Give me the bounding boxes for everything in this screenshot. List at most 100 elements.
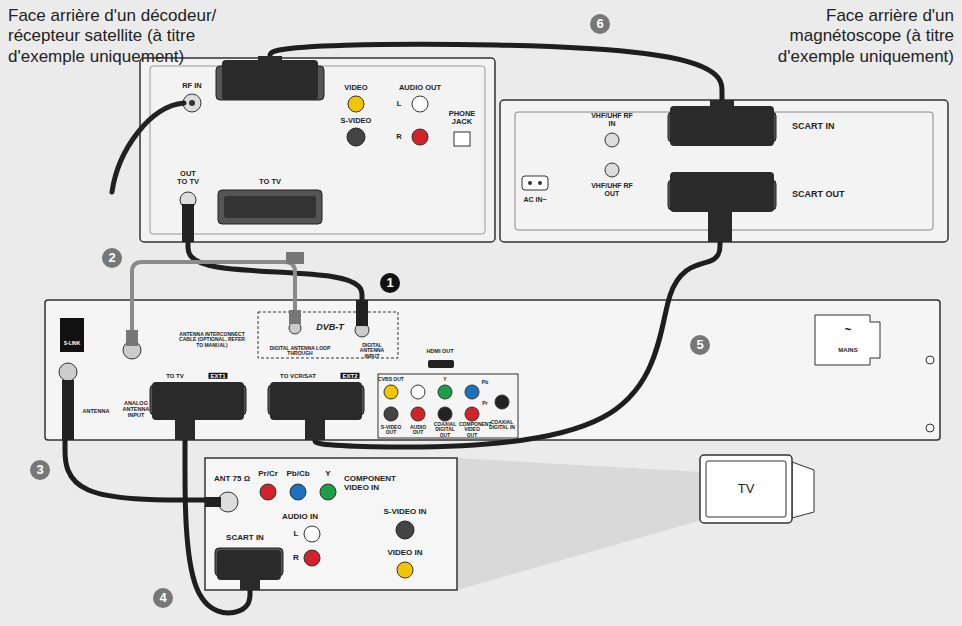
port-label: VHF/UHF RF IN bbox=[590, 112, 634, 127]
rf-plug bbox=[126, 330, 138, 346]
port-label: DVB-T bbox=[316, 323, 344, 333]
cable bbox=[188, 242, 362, 300]
tv-body bbox=[700, 455, 792, 523]
port-label: R bbox=[396, 133, 401, 141]
rca-jack bbox=[384, 385, 398, 399]
rf-plug bbox=[286, 252, 304, 264]
port-label: R bbox=[293, 554, 299, 563]
ac-inlet bbox=[522, 176, 548, 190]
s-video-jack bbox=[347, 128, 365, 146]
port-label: S-VIDEO OUT bbox=[378, 425, 404, 436]
port-label: TO TV bbox=[259, 178, 281, 186]
port-label: S-VIDEO IN bbox=[383, 508, 426, 517]
port-label: SCART OUT bbox=[792, 190, 845, 200]
dvd-recorder-panel: S-LINKANTENNAANALOG ANTENNA INPUTTO TVEX… bbox=[45, 300, 940, 440]
scart-socket bbox=[218, 190, 322, 224]
callout-number: 5 bbox=[690, 335, 710, 355]
scart-plug-boot bbox=[305, 418, 325, 440]
rf-jack bbox=[605, 133, 619, 147]
rca-jack bbox=[290, 484, 306, 500]
port-label: Pr/Cr bbox=[258, 470, 278, 479]
callout-number: 4 bbox=[153, 588, 173, 608]
port-label: Pb bbox=[482, 380, 488, 385]
callout-number: 3 bbox=[30, 460, 50, 480]
rf-plug bbox=[356, 300, 368, 326]
tv-screen bbox=[706, 461, 786, 517]
antenna-jack bbox=[59, 363, 77, 381]
cable bbox=[270, 44, 722, 100]
scart-plug bbox=[222, 60, 318, 100]
rca-jack bbox=[495, 395, 509, 409]
rca-jack bbox=[304, 526, 320, 542]
screw-hole bbox=[926, 424, 934, 432]
scart-plug-boot bbox=[240, 578, 260, 590]
s-video-jack bbox=[396, 521, 414, 539]
rf-jack-pin bbox=[189, 100, 195, 106]
port-label: RF IN bbox=[182, 82, 202, 90]
rca-jack bbox=[412, 129, 428, 145]
port-label: SCART IN bbox=[792, 122, 835, 132]
port-label: DIGITAL ANTENNA INPUT bbox=[352, 343, 392, 359]
port-label: ANT 75 Ω bbox=[214, 475, 250, 484]
rca-jack bbox=[320, 484, 336, 500]
rca-jack bbox=[412, 96, 428, 112]
receiver-housing bbox=[140, 58, 495, 242]
rca-jack bbox=[348, 96, 364, 112]
port-label: VIDEO IN bbox=[387, 549, 422, 558]
port-label: AUDIO IN bbox=[282, 513, 318, 522]
port-label: Y bbox=[325, 470, 330, 479]
scart-plug-boot bbox=[708, 210, 732, 242]
port-label: TV bbox=[738, 482, 755, 496]
rca-jack bbox=[465, 407, 479, 421]
device-heading: Face arrière d'un magnétoscope (à titre … bbox=[754, 6, 954, 67]
callout-number: 6 bbox=[590, 14, 610, 34]
scart-plug bbox=[670, 172, 774, 212]
interconnect-cable bbox=[132, 262, 295, 336]
port-label: ANTENNA bbox=[83, 409, 110, 415]
scart-plug-boot bbox=[175, 418, 195, 440]
port-label: TO TV bbox=[166, 373, 184, 379]
callout-number: 1 bbox=[380, 273, 400, 293]
port-label: VHF/UHF RF OUT bbox=[590, 182, 634, 197]
rca-jack bbox=[438, 407, 452, 421]
port-label: Pr bbox=[482, 401, 487, 406]
port-label: COMPONENT VIDEO IN bbox=[344, 475, 406, 492]
port-label: SCART IN bbox=[226, 534, 264, 543]
tv-back bbox=[792, 462, 814, 518]
screw-hole bbox=[926, 356, 934, 364]
s-link-socket bbox=[60, 318, 84, 352]
scart-plug-boot bbox=[710, 100, 734, 108]
port-label: PHONE JACK bbox=[445, 110, 479, 126]
av-output-frame bbox=[378, 374, 518, 438]
rca-jack bbox=[465, 385, 479, 399]
mains-inlet bbox=[815, 315, 880, 365]
device-heading: Face arrière d'un décodeur/ récepteur sa… bbox=[8, 6, 230, 67]
tv-connector-panel: ANT 75 Ω Pr/Cr Pb/Cb Y COMPONENT VIDEO IN S-V… bbox=[205, 458, 457, 590]
port-label: VIDEO bbox=[344, 84, 367, 92]
port-label: ANALOG ANTENNA INPUT bbox=[119, 401, 153, 419]
scart-plug bbox=[270, 382, 362, 420]
vcr-housing bbox=[500, 100, 948, 242]
s-video-jack bbox=[384, 407, 398, 421]
recorder-housing bbox=[45, 300, 940, 440]
port-label: Pb/Cb bbox=[286, 470, 309, 479]
port-label: L bbox=[294, 530, 299, 539]
phone-jack bbox=[454, 132, 470, 146]
hdmi-socket bbox=[428, 360, 454, 368]
port-label: OUT TO TV bbox=[175, 170, 201, 186]
scart-socket-inner bbox=[224, 196, 316, 218]
rca-jack bbox=[438, 385, 452, 399]
rca-jack bbox=[304, 550, 320, 566]
ac-pin bbox=[538, 181, 542, 185]
port-label: COAXIAL DIGITAL OUT bbox=[432, 422, 458, 438]
ac-pin bbox=[528, 181, 532, 185]
port-label: ~ bbox=[844, 324, 851, 337]
port-label: ANTENNA INTERCONNECT CABLE (OPTIONAL, RE… bbox=[177, 332, 247, 348]
port-label: MAINS bbox=[838, 347, 857, 353]
port-label: Y bbox=[443, 377, 446, 382]
rf-plug bbox=[62, 380, 74, 440]
